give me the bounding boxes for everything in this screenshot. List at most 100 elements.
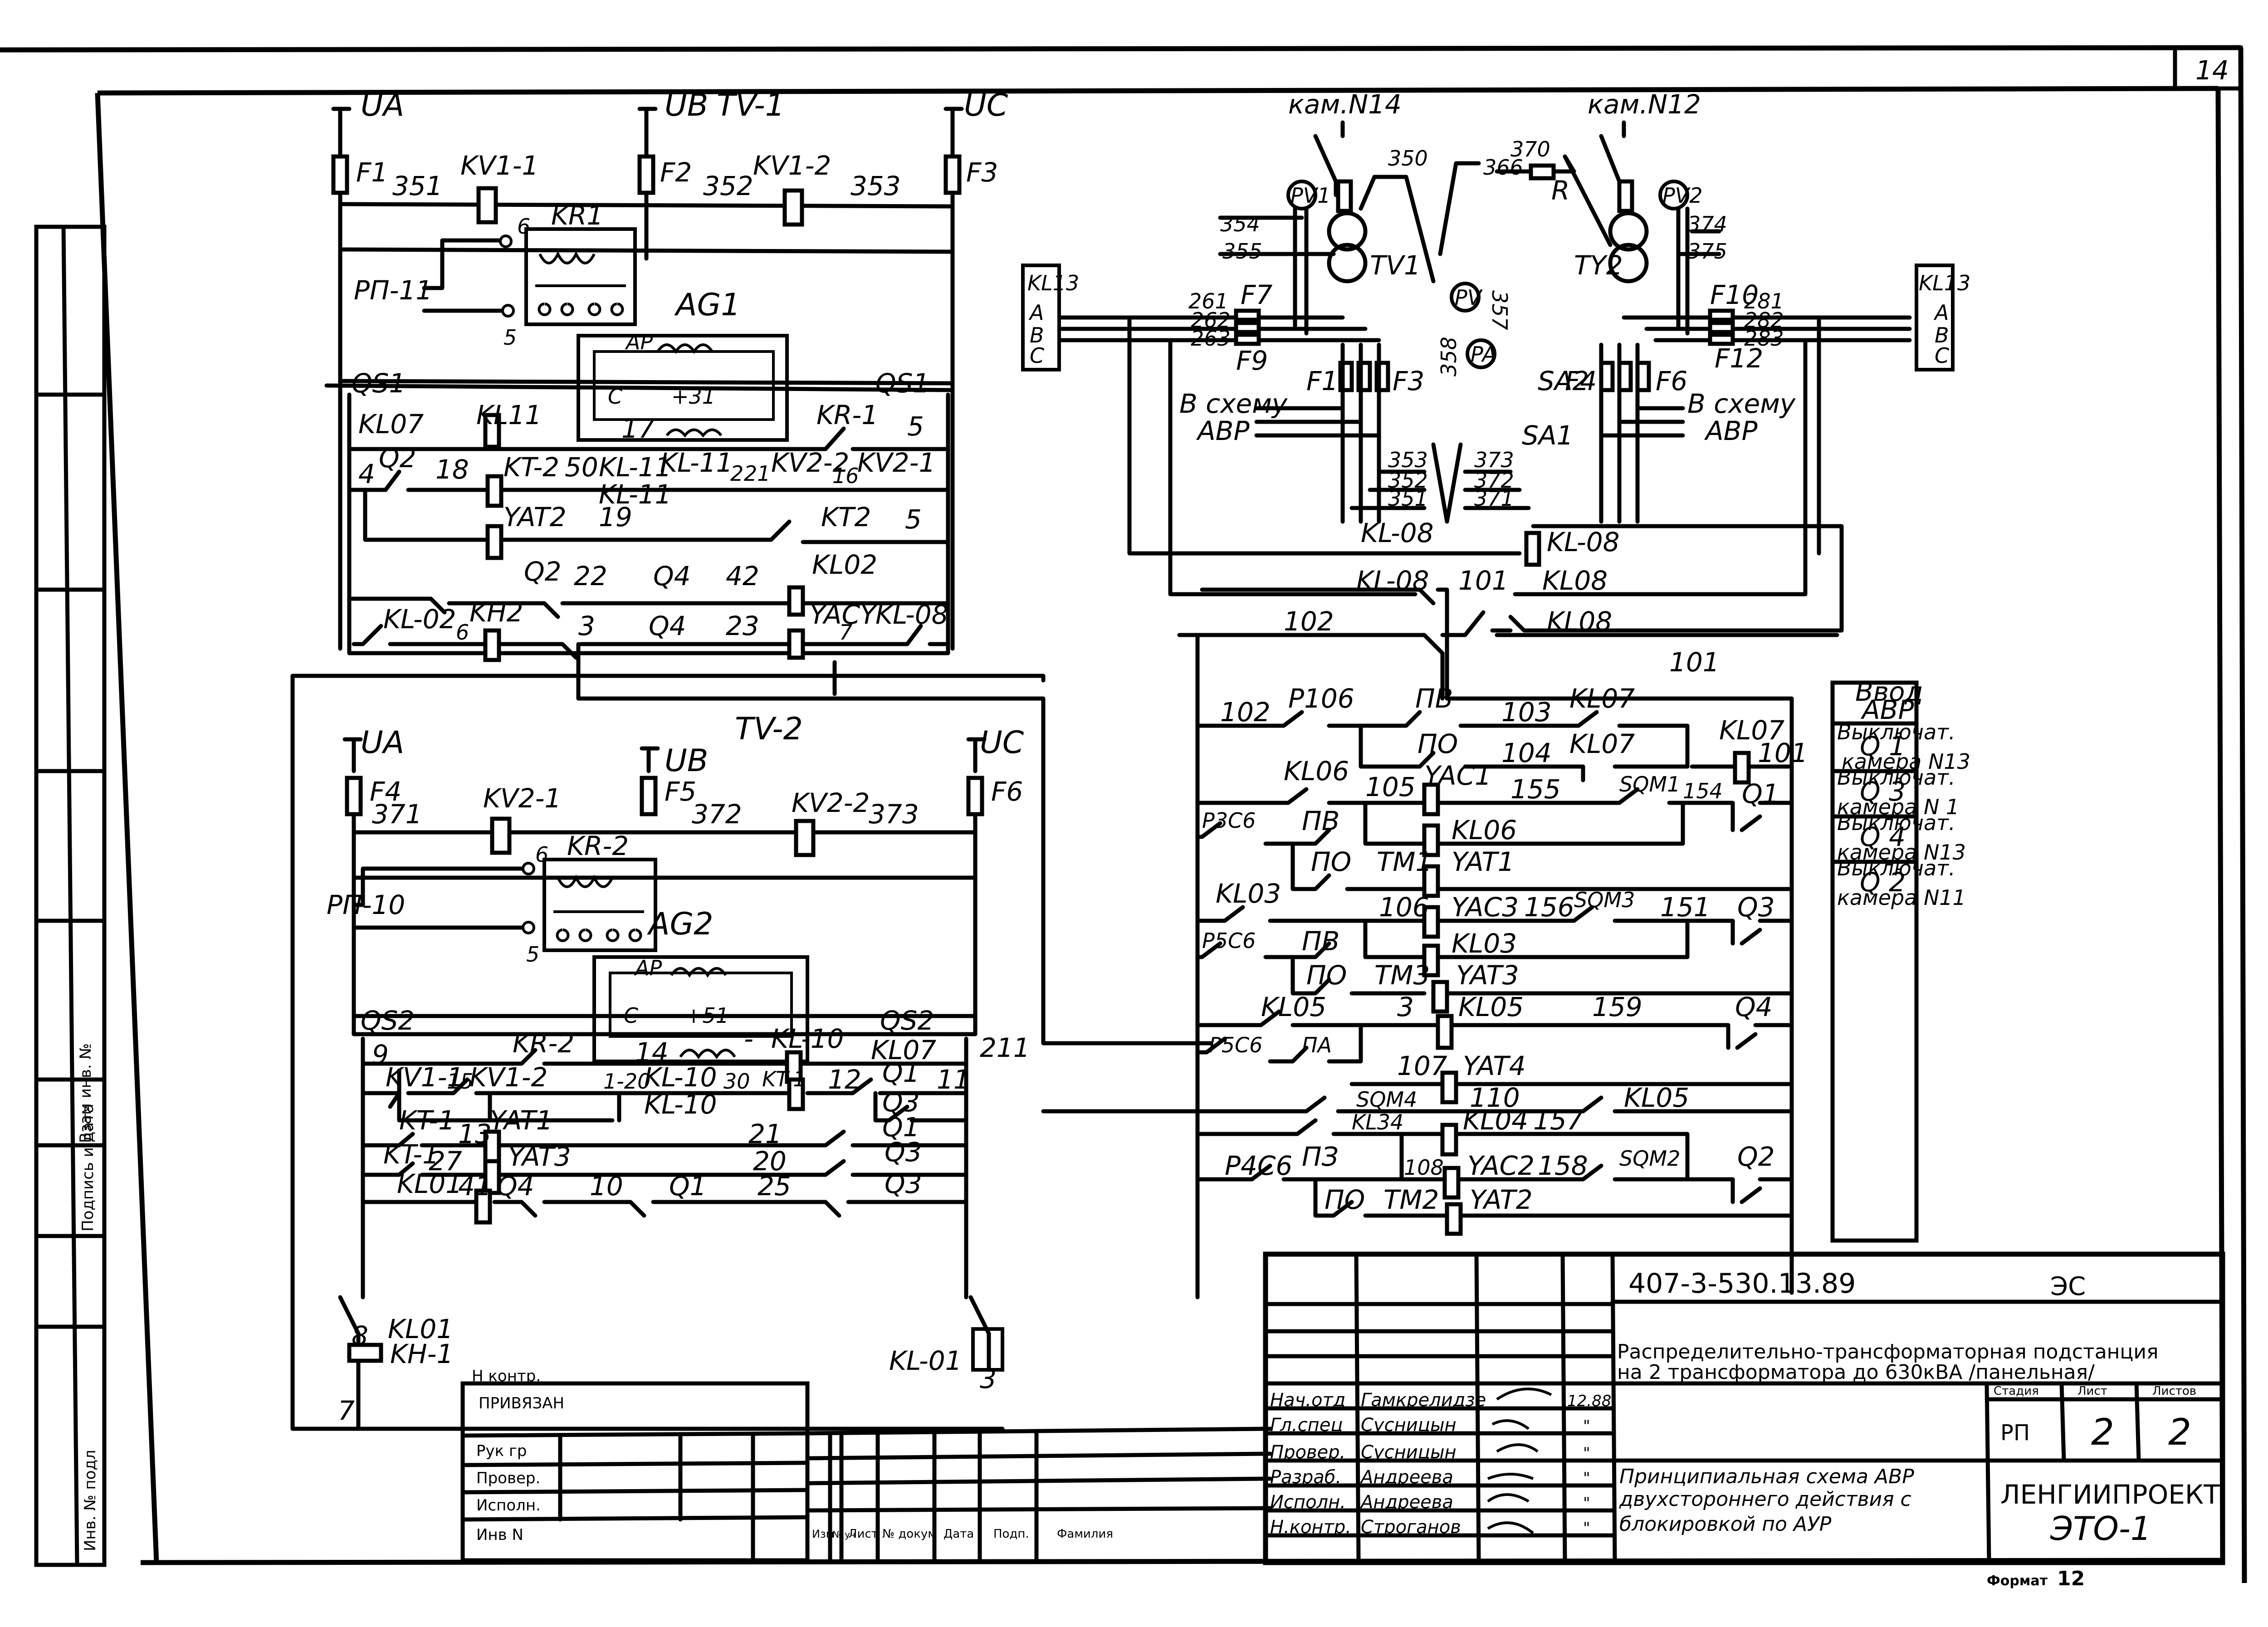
label-q4-c: Q4 — [497, 1171, 534, 1202]
sheet-label: Лист — [2077, 1384, 2107, 1398]
label-yat3: YAT3 — [508, 1141, 571, 1172]
fuse-f12 — [1708, 332, 1735, 346]
relay-kh2-coil — [483, 628, 501, 662]
fuse-f9-label: F9 — [1236, 345, 1268, 376]
to-avr-right-line1: В схему — [1687, 388, 1796, 419]
fuse-f9 — [1234, 332, 1261, 346]
label-p3: ПЗ — [1302, 1141, 1339, 1172]
label-30: 30 — [723, 1069, 750, 1094]
stamp-label-signature-date: Подпись и дата — [79, 1104, 97, 1231]
ag1-label: AG1 — [674, 287, 740, 323]
qs1-left-label: QS1 — [352, 368, 406, 399]
tv2-power-label: TY2 — [1574, 250, 1623, 281]
label-105: 105 — [1365, 772, 1416, 802]
binding-row-inv: Инв N — [476, 1526, 523, 1544]
ammeter-pa — [1466, 338, 1496, 369]
pv2-label: PV2 — [1662, 183, 1702, 208]
label-27: 27 — [429, 1146, 462, 1177]
label-q1-c: Q1 — [669, 1171, 707, 1202]
label-po-3: ПО — [1306, 960, 1347, 991]
kr1-relay-box — [524, 227, 637, 326]
label-kl05-b: KL05 — [1458, 992, 1524, 1022]
sa-wire-371: 371 — [1474, 486, 1514, 511]
sig-date-4: " — [1583, 1494, 1590, 1512]
sig-name-2: Сусницын — [1361, 1442, 1457, 1463]
kl08-label-a: KL-08 — [1361, 518, 1434, 548]
ag2-ap-label: AP — [634, 956, 662, 980]
format-label: Формат — [1987, 1573, 2048, 1589]
label-kl-02: KL-02 — [383, 604, 456, 635]
project-title-line2: на 2 трансформатора до 630кВА /панельная… — [1617, 1361, 2095, 1384]
label-18: 18 — [435, 454, 469, 485]
label-sqm2: SQM2 — [1619, 1146, 1680, 1171]
qs1-right-label: QS1 — [875, 368, 929, 399]
sig-role-2: Провер. — [1270, 1442, 1345, 1463]
label-159: 159 — [1592, 992, 1642, 1022]
legend-q2-camera: камера N11 — [1837, 885, 1966, 910]
rev-col-dokum: № докум — [882, 1527, 937, 1541]
label-kt-1-c: KT-1 — [383, 1139, 439, 1170]
rev-col-izm: Изм — [812, 1528, 834, 1540]
label-yac3: YAC3 — [1452, 892, 1519, 923]
label-q4: Q4 — [653, 561, 691, 591]
to-avr-left-line2: АВР — [1196, 415, 1249, 446]
fuse-f1-label: F1 — [356, 157, 388, 188]
kr1-label: KR1 — [551, 200, 603, 231]
doc-code: 407-3-530.13.89 — [1628, 1268, 1856, 1300]
label-kt-1: KT-1 — [762, 1067, 807, 1091]
relay-kl08-coil — [1524, 531, 1541, 567]
fuse-f12-label: F12 — [1715, 343, 1763, 374]
kl08-label-d: KL08 — [1542, 565, 1608, 596]
label-102-avr: 102 — [1220, 697, 1271, 728]
kam-left-label: кам.N14 — [1288, 89, 1402, 120]
wire-350: 350 — [1388, 146, 1428, 171]
fuse-f5-label: F5 — [665, 776, 696, 807]
wire-281: 281 — [1744, 289, 1784, 313]
avr-control-labels: 102 P106 ПВ 103 KL07 KL07 101 ПО 104 KL0… — [1202, 683, 1808, 1215]
kl08-label-c: KL-08 — [1356, 565, 1429, 596]
label-pa: ПА — [1302, 1033, 1332, 1057]
pv1-label: PV1 — [1290, 183, 1330, 208]
tv2-contact-6: 6 — [535, 842, 548, 867]
sig-name-4: Андреева — [1359, 1492, 1453, 1513]
fuse-f10-label: F10 — [1710, 279, 1759, 310]
fuse-f8 — [1234, 321, 1261, 334]
tv1-title: TV-1 — [717, 88, 785, 123]
fuse-f2-label: F2 — [660, 157, 692, 188]
wire-375: 375 — [1687, 239, 1727, 264]
wire-371: 371 — [372, 799, 422, 830]
drawing-title-line1: Принципиальная схема АВР — [1619, 1465, 1914, 1488]
to-avr-left-line1: В схему — [1179, 388, 1288, 419]
legend-q4-camera: камера N13 — [1837, 840, 1966, 865]
sheet-number-box — [2173, 45, 2243, 91]
label-110: 110 — [1470, 1082, 1520, 1113]
legend-q4: Q 4 — [1860, 821, 1906, 852]
label-kv2-2: KV2-2 — [771, 447, 849, 478]
kl13-right-label: KL13 — [1919, 271, 1970, 295]
kl08-label-b: KL-08 — [1547, 527, 1620, 557]
relay-kv2-2-coil — [794, 819, 816, 857]
sa-wire-373: 373 — [1474, 448, 1514, 472]
sig-date-5: " — [1583, 1519, 1590, 1537]
sa-wire-372: 372 — [1474, 468, 1514, 493]
label-1-20: 1-20 — [603, 1069, 650, 1094]
label-8: 8 — [352, 1320, 368, 1351]
label-pv-2: ПВ — [1302, 806, 1339, 836]
relay-yat1-avr-coil — [1422, 864, 1440, 898]
fuse-f7 — [1234, 308, 1261, 322]
label-kl34: KL34 — [1352, 1110, 1403, 1134]
label-q1-avr: Q1 — [1742, 778, 1779, 809]
relay-kt1-coil — [787, 1077, 805, 1111]
relay-yat2-avr-coil — [1445, 1202, 1463, 1236]
tv2-contact-5: 5 — [526, 942, 539, 967]
sig-name-0: Гамкрелидзе — [1361, 1390, 1486, 1411]
label-kl01-b: KL01 — [388, 1314, 453, 1344]
label-5: 5 — [907, 411, 924, 442]
transformer-tv1-primary — [1327, 211, 1368, 252]
label-tm2: TM2 — [1383, 1184, 1439, 1215]
fuse-f4 — [345, 776, 363, 816]
sig-role-4: Исполн. — [1270, 1492, 1346, 1513]
fuse-f1-sec-label: F1 — [1306, 366, 1338, 396]
interconnect-wire — [290, 674, 1213, 1046]
label-tm3: TM3 — [1374, 960, 1430, 991]
